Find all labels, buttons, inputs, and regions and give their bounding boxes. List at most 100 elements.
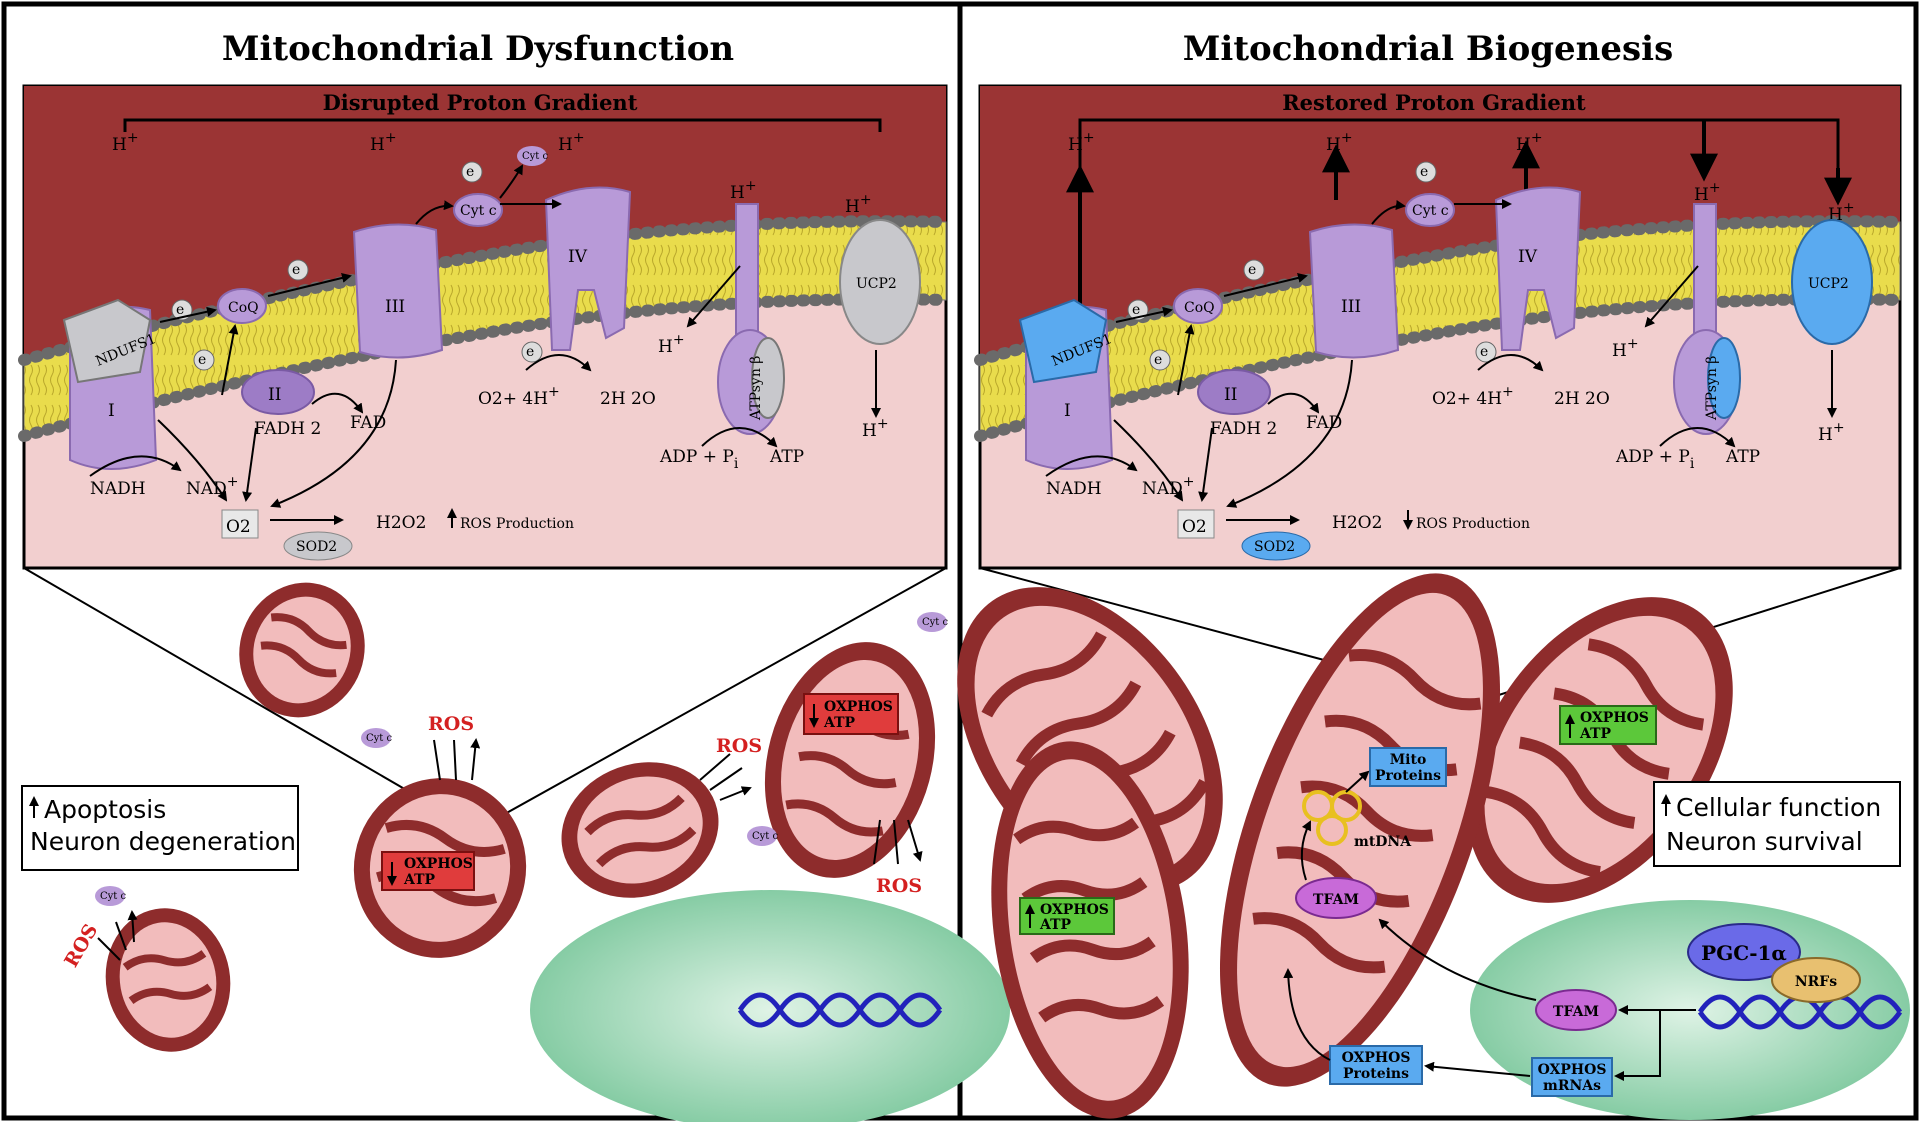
oxphos-proteins-box: OXPHOS Proteins — [1329, 1045, 1423, 1085]
svg-text:H2O2: H2O2 — [1332, 513, 1382, 533]
svg-text:ROS: ROS — [428, 713, 474, 735]
svg-text:mRNAs: mRNAs — [1543, 1078, 1601, 1094]
svg-text:SOD2: SOD2 — [296, 539, 337, 555]
right-superoxide — [1177, 509, 1215, 539]
right-panel: Mitochondrial Biogenesis Restored Proton… — [957, 29, 1910, 1120]
tfam-mito — [1295, 877, 1377, 919]
svg-text:ATP: ATP — [1579, 726, 1612, 742]
left-complex-II — [241, 369, 315, 415]
svg-text:ATP: ATP — [769, 447, 804, 467]
left-cytc-released — [517, 146, 547, 166]
svg-text:e: e — [1420, 164, 1428, 180]
svg-text:H+: H+ — [1694, 180, 1721, 205]
left-panel: Mitochondrial Dysfunction Disrupted Prot… — [18, 29, 1010, 1122]
svg-text:ATPsyn β: ATPsyn β — [1704, 356, 1720, 421]
right-membrane-inset: Restored Proton Gradient H+ H+ H+ H+ H+ … — [974, 84, 1906, 570]
mito-proteins-box: Mito Proteins — [1369, 747, 1447, 787]
left-coq — [217, 288, 267, 324]
svg-text:e: e — [1132, 302, 1140, 318]
svg-text:Cyt c: Cyt c — [100, 891, 126, 902]
svg-text:H+: H+ — [1818, 420, 1845, 445]
svg-text:H+: H+ — [658, 332, 685, 357]
svg-text:H2O2: H2O2 — [376, 513, 426, 533]
svg-text:OXPHOS: OXPHOS — [1580, 710, 1649, 726]
left-cytc-released-group: Cyt c Cyt c Cyt c Cyt c — [95, 612, 948, 906]
left-dna — [737, 992, 943, 1028]
svg-text:NADH: NADH — [1046, 479, 1102, 499]
tfam-nucleus — [1535, 989, 1617, 1031]
svg-text:CoQ: CoQ — [1184, 300, 1215, 316]
svg-text:Cyt c: Cyt c — [460, 203, 497, 219]
svg-text:OXPHOS: OXPHOS — [824, 699, 893, 715]
svg-text:IV: IV — [568, 247, 588, 267]
svg-text:e: e — [1480, 344, 1488, 360]
svg-text:H+: H+ — [370, 130, 397, 155]
svg-text:PGC-1α: PGC-1α — [1701, 941, 1787, 965]
svg-text:SOD2: SOD2 — [1254, 539, 1295, 555]
svg-text:II: II — [268, 385, 281, 405]
right-complex-III — [1308, 223, 1400, 359]
svg-text:ATP: ATP — [823, 715, 856, 731]
svg-text:IV: IV — [1518, 247, 1538, 267]
svg-text:2H 2O: 2H 2O — [600, 389, 656, 409]
nrfs — [1771, 957, 1861, 1003]
svg-text:TFAM: TFAM — [1553, 1004, 1599, 1020]
right-title: Mitochondrial Biogenesis — [1183, 29, 1673, 69]
left-gradient-bracket — [123, 118, 882, 132]
svg-text:OXPHOS: OXPHOS — [404, 856, 473, 872]
right-complex-IV — [1494, 186, 1582, 351]
svg-text:ATP: ATP — [403, 872, 436, 888]
right-complex-II — [1197, 369, 1271, 415]
right-cytc — [1405, 193, 1455, 227]
left-flow-arrows — [89, 164, 881, 525]
mtdna-label: mtDNA — [1354, 834, 1412, 850]
right-ros-change: ROS Production — [1416, 516, 1530, 532]
left-sod2 — [283, 531, 353, 561]
right-gradient-label: Restored Proton Gradient — [1282, 90, 1586, 115]
right-oxphos-box-2: OXPHOS ATP — [1019, 897, 1115, 935]
svg-text:II: II — [1224, 385, 1237, 405]
svg-text:H+: H+ — [1068, 130, 1095, 155]
left-atpsyn-beta — [751, 337, 785, 419]
svg-text:ADP + Pi: ADP + Pi — [1615, 447, 1695, 472]
left-ros-change: ROS Production — [460, 516, 574, 532]
svg-text:e: e — [1248, 262, 1256, 278]
svg-text:NAD+: NAD+ — [1142, 474, 1195, 499]
right-outcome-line2: Neuron survival — [1666, 827, 1863, 856]
svg-text:ROS: ROS — [60, 920, 102, 971]
svg-text:NAD+: NAD+ — [186, 474, 239, 499]
svg-text:H+: H+ — [1326, 130, 1353, 155]
right-electrons: e e e e e — [1127, 161, 1497, 371]
oxphos-mrnas-box: OXPHOS mRNAs — [1531, 1057, 1613, 1097]
left-electrons: e e e e e — [171, 161, 543, 371]
left-zoom-lines — [23, 567, 947, 821]
svg-text:Cyt c: Cyt c — [752, 831, 778, 842]
left-membrane-inset: Disrupted Proton Gradient H+ H+ H+ H+ H+… — [18, 84, 952, 570]
right-coq — [1173, 288, 1223, 324]
right-hplus-labels: H+ H+ H+ H+ H+ H+ H+ — [1068, 130, 1855, 445]
svg-text:FAD: FAD — [350, 413, 386, 433]
left-superoxide — [221, 509, 259, 539]
left-atpsyn-stalk — [735, 203, 759, 335]
svg-text:III: III — [1341, 297, 1361, 317]
svg-text:ATP: ATP — [1725, 447, 1760, 467]
left-outcome-box: Apoptosis Neuron degeneration — [21, 785, 299, 871]
svg-text:O2+ 4H+: O2+ 4H+ — [478, 384, 560, 409]
right-ucp2 — [1791, 219, 1873, 345]
right-gradient-bracket — [1078, 118, 1840, 168]
svg-text:III: III — [385, 297, 405, 317]
pgc1a — [1687, 923, 1801, 981]
right-atpsyn-stalk — [1693, 203, 1717, 335]
svg-text:H+: H+ — [730, 178, 757, 203]
svg-text:ATPsyn β: ATPsyn β — [748, 356, 764, 421]
right-ndufs1-subunit — [1018, 298, 1108, 384]
svg-text:H+: H+ — [845, 192, 872, 217]
mtdna-rings — [1302, 790, 1362, 846]
left-ndufs1-subunit — [62, 298, 152, 384]
svg-text:Cyt c: Cyt c — [1412, 203, 1449, 219]
svg-text:ROS: ROS — [716, 735, 762, 757]
svg-text:NRFs: NRFs — [1795, 974, 1837, 990]
left-gradient-label: Disrupted Proton Gradient — [323, 90, 638, 115]
svg-text:e: e — [292, 262, 300, 278]
